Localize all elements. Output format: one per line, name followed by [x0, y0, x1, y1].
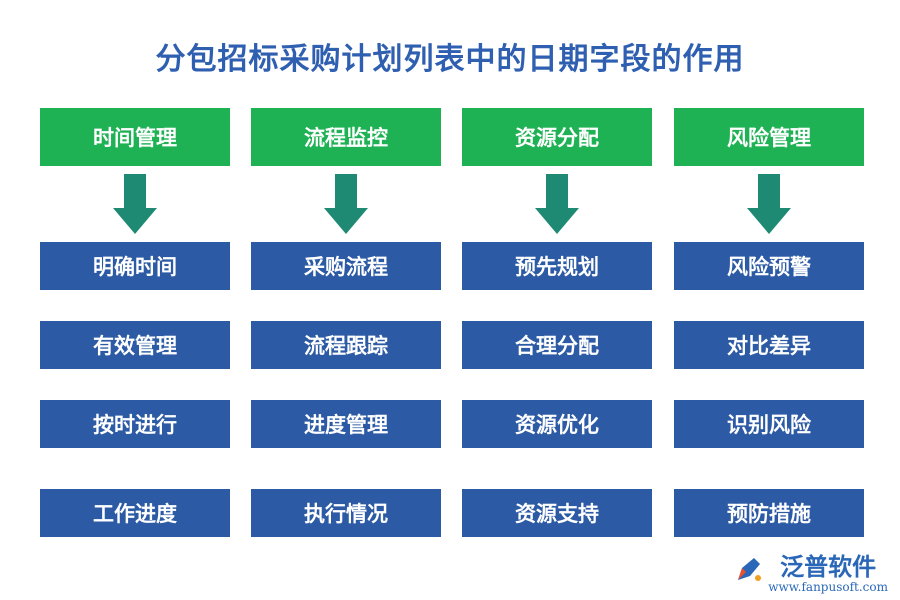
logo-name: 泛普软件 — [780, 553, 877, 581]
column-header-2: 流程监控 — [251, 108, 441, 166]
column-header-4: 风险管理 — [674, 108, 864, 166]
item-4-2: 对比差异 — [674, 321, 864, 369]
item-3-4: 资源支持 — [462, 489, 652, 537]
item-1-4: 工作进度 — [40, 489, 230, 537]
item-3-1: 预先规划 — [462, 242, 652, 290]
item-3-3: 资源优化 — [462, 400, 652, 448]
item-2-1: 采购流程 — [251, 242, 441, 290]
item-1-3: 按时进行 — [40, 400, 230, 448]
down-arrow-icon — [113, 174, 157, 234]
item-4-4: 预防措施 — [674, 489, 864, 537]
item-2-4: 执行情况 — [251, 489, 441, 537]
down-arrow-icon — [747, 174, 791, 234]
item-4-3: 识别风险 — [674, 400, 864, 448]
item-1-2: 有效管理 — [40, 321, 230, 369]
diagram-title: 分包招标采购计划列表中的日期字段的作用 — [155, 42, 745, 77]
brand-logo: 泛普软件 www.fanpusoft.com — [734, 554, 888, 594]
down-arrow-icon — [535, 174, 579, 234]
pen-logo-icon — [738, 558, 762, 581]
item-4-1: 风险预警 — [674, 242, 864, 290]
item-1-1: 明确时间 — [40, 242, 230, 290]
column-header-3: 资源分配 — [462, 108, 652, 166]
column-header-1: 时间管理 — [40, 108, 230, 166]
down-arrow-icon — [324, 174, 368, 234]
item-2-2: 流程跟踪 — [251, 321, 441, 369]
logo-url: www.fanpusoft.com — [768, 580, 888, 594]
item-3-2: 合理分配 — [462, 321, 652, 369]
item-2-3: 进度管理 — [251, 400, 441, 448]
